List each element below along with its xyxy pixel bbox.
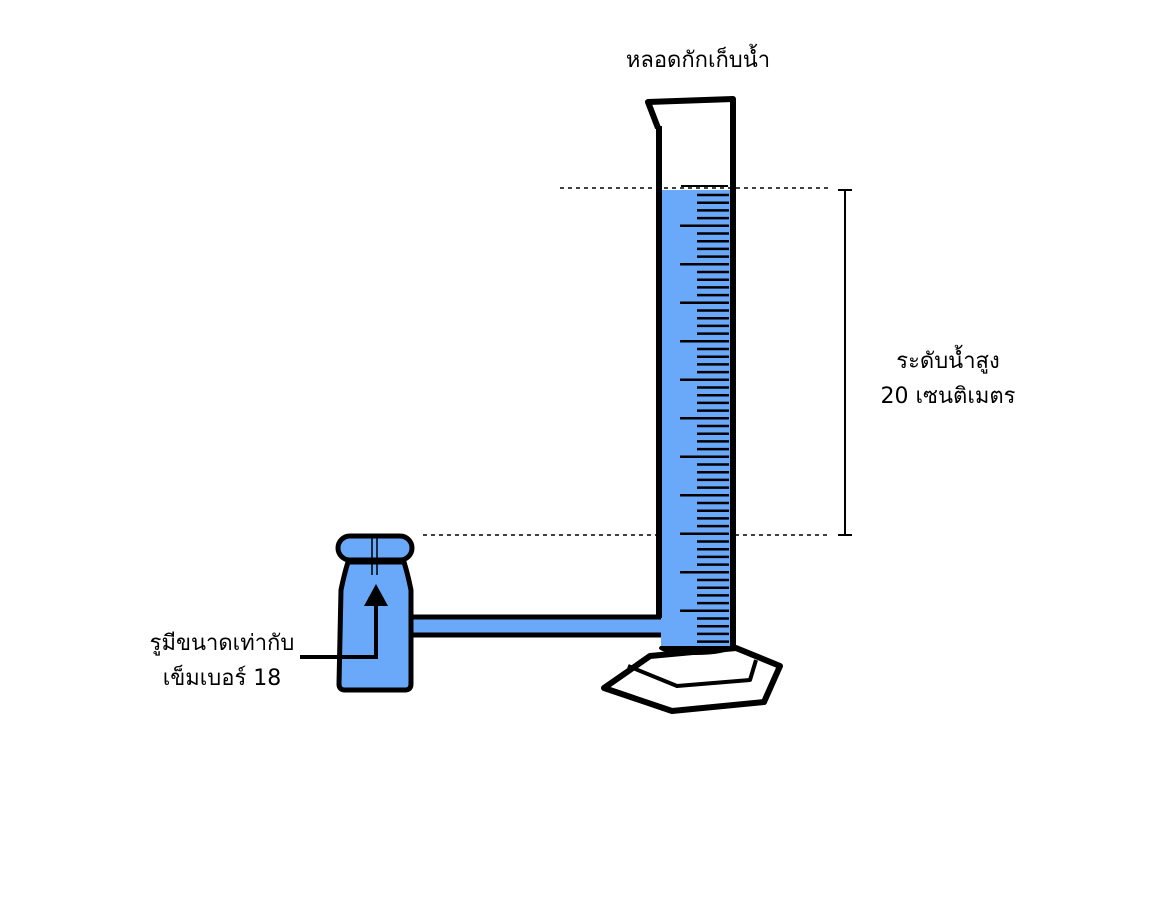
hole-pointer-arrow xyxy=(300,584,388,659)
scale-ticks xyxy=(680,193,729,643)
graduated-cylinder xyxy=(645,96,736,646)
cylinder-title: หลอดกักเก็บน้ำ xyxy=(625,48,771,73)
connecting-tube xyxy=(398,614,663,638)
water-level-label: ระดับน้ำสูง xyxy=(896,349,1000,374)
water-level-value: 20 เซนติเมตร xyxy=(880,384,1016,409)
hole-size-label: รูมีขนาดเท่ากับ xyxy=(149,631,295,656)
needle-gauge-label: เข็มเบอร์ 18 xyxy=(162,666,282,691)
cylinder-base xyxy=(601,641,783,714)
height-bracket xyxy=(838,189,852,536)
